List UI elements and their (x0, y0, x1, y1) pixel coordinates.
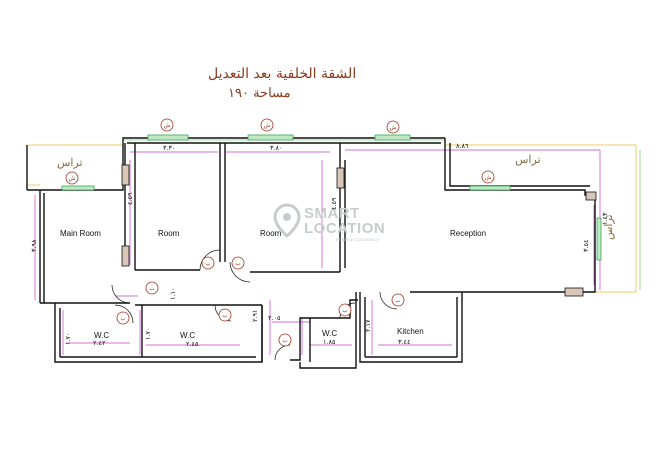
svg-text:ش: ش (69, 176, 76, 182)
svg-text:٣.٥٤: ٣.٥٤ (582, 239, 590, 252)
window-markers: ش ش ش ش ش (65, 118, 495, 185)
door-markers: ب ب ب ب ب ب ب ب (116, 256, 405, 347)
svg-text:١.١٠: ١.١٠ (169, 287, 177, 300)
svg-text:ش: ش (164, 123, 171, 129)
window-marker: ش (160, 118, 174, 132)
door-marker: ب (116, 311, 130, 325)
svg-text:١.٤٣: ١.٤٣ (601, 212, 609, 225)
room-label-room-2: Room (260, 229, 282, 238)
svg-text:٢.٠٥: ٢.٠٥ (268, 314, 281, 322)
svg-text:١.٨٥: ١.٨٥ (323, 338, 336, 346)
svg-text:٣.٤٤: ٣.٤٤ (398, 338, 411, 346)
watermark-brand: SMART (304, 205, 360, 222)
svg-text:١.٧٠: ١.٧٠ (144, 327, 152, 340)
door-marker: ب (231, 256, 245, 270)
svg-text:ب: ب (222, 313, 227, 319)
dimension-lines (34, 149, 601, 355)
svg-text:٢.٩١: ٢.٩١ (251, 309, 259, 322)
door-marker: ب (145, 281, 159, 295)
svg-text:٣.٩٨: ٣.٩٨ (30, 239, 38, 252)
watermark-brand-2: LOCATION (304, 220, 385, 237)
svg-text:١.٧٠: ١.٧٠ (64, 332, 72, 345)
watermark-tagline: Property Consultancy (336, 237, 380, 242)
location-pin-icon (273, 203, 301, 238)
svg-text:ش: ش (390, 125, 397, 131)
room-label-wc-1: W.C (94, 331, 109, 340)
window-marker: ش (65, 171, 79, 185)
plan-title: الشقة الخلفية بعد التعديل (208, 66, 357, 82)
room-label-main: Main Room (60, 229, 101, 238)
room-label-reception: Reception (450, 229, 486, 238)
svg-text:٤.٥٩: ٤.٥٩ (330, 197, 338, 210)
dimension-labels: ٣.٣٠ ٣.٨٠ ٨.٨٦ ٣.٩٨ ٤.٥٩ ٤.٥٩ ٣.٥٤ ١.٤٣ … (30, 142, 609, 348)
window-marker: ش (481, 170, 495, 184)
svg-text:ب: ب (235, 261, 240, 267)
door-marker: ب (278, 333, 292, 347)
svg-text:ب: ب (282, 338, 287, 344)
window-marker: ش (260, 118, 274, 132)
svg-text:٣.٨٠: ٣.٨٠ (270, 144, 283, 152)
terrace-outline-green (123, 139, 641, 290)
svg-text:٨.٨٦: ٨.٨٦ (456, 142, 469, 150)
svg-text:ش: ش (264, 123, 271, 129)
plan-area: مساحة ١٩٠ (228, 86, 291, 101)
svg-text:ب: ب (342, 308, 347, 314)
svg-text:٢.١٧: ٢.١٧ (364, 319, 372, 332)
svg-text:٢.٤٥: ٢.٤٥ (186, 340, 199, 348)
svg-text:ب: ب (149, 286, 154, 292)
svg-text:ب: ب (120, 316, 125, 322)
room-label-room-1: Room (158, 229, 180, 238)
windows (61, 134, 602, 261)
watermark: SMART LOCATION Property Consultancy (273, 203, 385, 242)
terrace-label-top-right: تراس (515, 153, 541, 166)
door-marker: ب (218, 308, 232, 322)
walls (26, 137, 596, 369)
room-label-wc-2: W.C (180, 331, 195, 340)
terrace-label-left: تراس (57, 156, 83, 169)
terrace-label-right: تراس (602, 214, 615, 240)
room-label-kitchen: Kitchen (397, 327, 424, 336)
window-marker: ش (386, 120, 400, 134)
svg-text:ش: ش (485, 175, 492, 181)
door-marker: ب (338, 303, 352, 317)
room-label-wc-3: W.C (322, 329, 337, 338)
door-marker: ب (201, 256, 215, 270)
svg-text:ب: ب (395, 298, 400, 304)
columns (121, 164, 597, 297)
svg-text:٣.٣٠: ٣.٣٠ (163, 144, 176, 152)
door-marker: ب (391, 293, 405, 307)
svg-text:ب: ب (205, 261, 210, 267)
svg-text:٤.٥٩: ٤.٥٩ (126, 192, 134, 205)
svg-text:٢.٤٢: ٢.٤٢ (93, 339, 106, 347)
